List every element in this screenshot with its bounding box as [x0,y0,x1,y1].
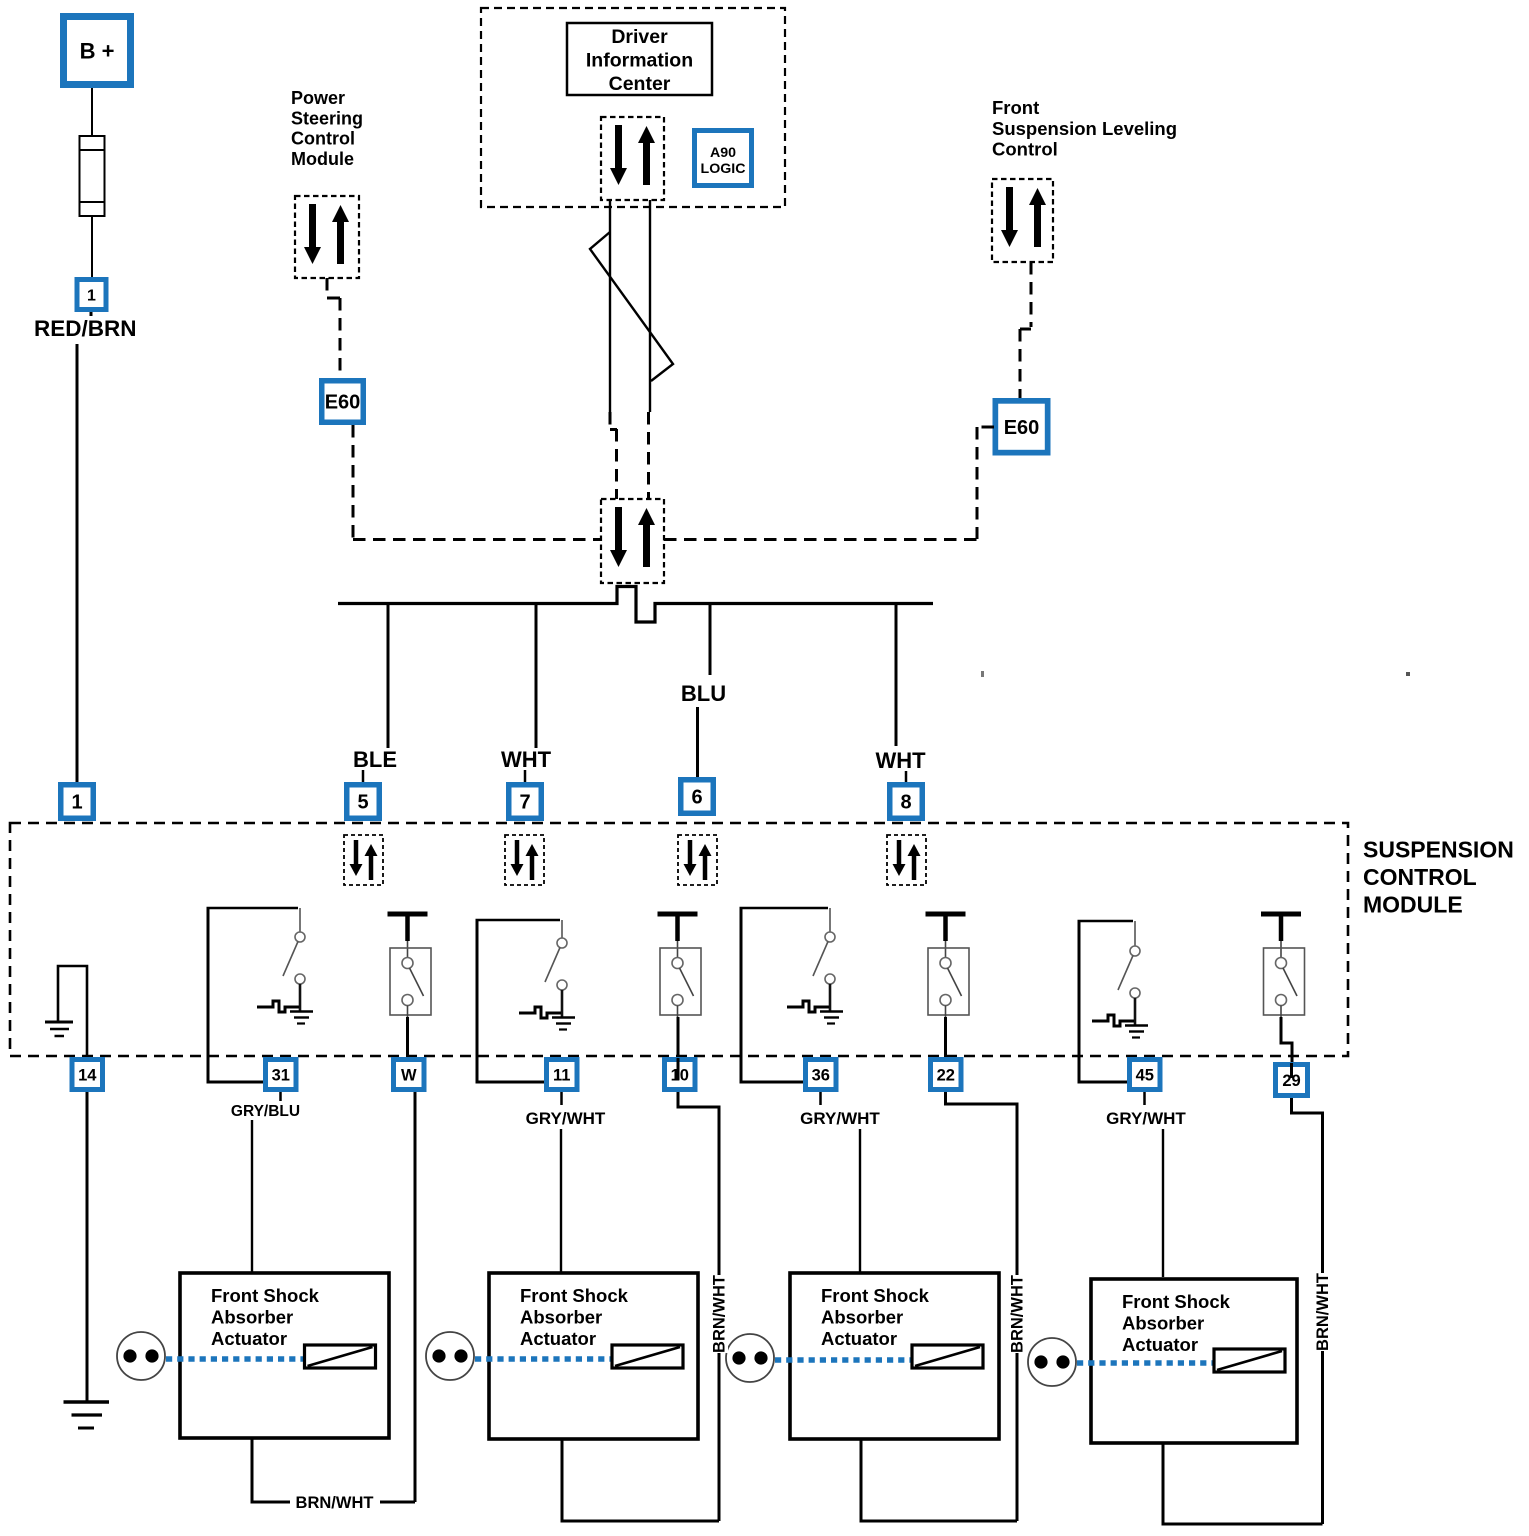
svg-text:22: 22 [937,1066,955,1084]
svg-text:Driver: Driver [611,26,668,48]
svg-text:Information: Information [586,50,693,72]
svg-text:Power: Power [291,88,345,108]
svg-text:Actuator: Actuator [211,1328,287,1349]
svg-text:Front Shock: Front Shock [821,1285,930,1306]
svg-text:E60: E60 [1004,417,1040,439]
svg-text:LOGIC: LOGIC [701,161,746,177]
svg-text:Control: Control [291,129,355,149]
svg-text:Steering: Steering [291,108,363,128]
svg-text:E60: E60 [325,392,361,414]
svg-text:5: 5 [357,792,368,814]
svg-text:10: 10 [671,1066,689,1084]
svg-text:W: W [401,1066,417,1084]
svg-text:Absorber: Absorber [1122,1313,1204,1334]
svg-text:RED/BRN: RED/BRN [34,316,137,341]
svg-text:Absorber: Absorber [821,1307,903,1328]
svg-text:WHT: WHT [501,747,552,772]
svg-text:BRN/WHT: BRN/WHT [296,1494,374,1512]
svg-text:Front Shock: Front Shock [211,1285,320,1306]
svg-text:Front Shock: Front Shock [1122,1291,1231,1312]
svg-text:7: 7 [519,792,530,814]
svg-text:BLU: BLU [681,681,726,706]
svg-text:CONTROL: CONTROL [1363,864,1477,890]
svg-text:Control: Control [992,139,1058,160]
svg-text:6: 6 [691,787,702,809]
svg-text:WHT: WHT [875,748,926,773]
svg-text:11: 11 [553,1066,570,1084]
svg-text:GRY/WHT: GRY/WHT [526,1109,606,1128]
svg-text:GRY/BLU: GRY/BLU [231,1103,300,1120]
svg-text:GRY/WHT: GRY/WHT [1106,1109,1186,1128]
svg-text:1: 1 [87,287,96,304]
svg-text:BLE: BLE [353,747,397,772]
svg-text:Actuator: Actuator [821,1328,897,1349]
svg-text:Module: Module [291,149,354,169]
svg-text:BRN/WHT: BRN/WHT [1314,1273,1332,1351]
svg-text:BRN/WHT: BRN/WHT [1009,1275,1027,1353]
svg-text:SUSPENSION: SUSPENSION [1363,837,1514,863]
svg-text:A90: A90 [710,145,736,161]
svg-text:Actuator: Actuator [520,1328,596,1349]
svg-text:31: 31 [272,1066,290,1084]
svg-text:45: 45 [1136,1066,1154,1084]
svg-text:36: 36 [812,1066,830,1084]
svg-text:Actuator: Actuator [1122,1334,1198,1355]
svg-text:Front: Front [992,97,1039,118]
svg-text:29: 29 [1282,1072,1300,1090]
svg-text:14: 14 [78,1066,97,1084]
svg-text:1: 1 [71,792,82,814]
svg-text:Absorber: Absorber [520,1307,602,1328]
svg-text:B +: B + [80,38,115,63]
svg-text:8: 8 [900,792,911,814]
svg-text:GRY/WHT: GRY/WHT [800,1109,880,1128]
svg-text:Absorber: Absorber [211,1307,293,1328]
svg-text:Suspension Leveling: Suspension Leveling [992,118,1177,139]
svg-text:MODULE: MODULE [1363,892,1463,918]
svg-text:Front Shock: Front Shock [520,1285,629,1306]
svg-text:BRN/WHT: BRN/WHT [711,1275,729,1353]
svg-text:Center: Center [609,73,671,95]
